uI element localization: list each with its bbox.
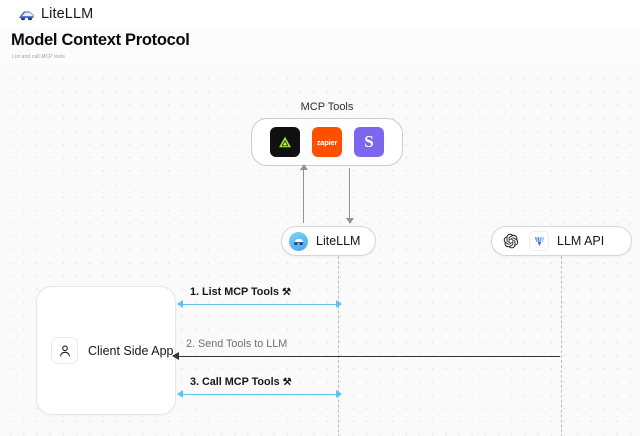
litellm-lifeline [338,256,339,436]
client-app-node[interactable]: Client Side App [36,286,176,415]
page-subtitle: List and call MCP tools [12,54,66,60]
mcp-call-up-line [303,168,304,223]
litellm-node[interactable]: LiteLLM [281,226,376,256]
message-3-line [182,394,337,395]
linear-tool-icon[interactable] [270,127,300,157]
page-title: Model Context Protocol [11,31,190,49]
message-2-arrowhead-left [172,352,179,360]
vertex-ai-icon [529,231,549,251]
mcp-call-up-arrowhead [299,164,308,170]
litellm-avatar-icon [289,231,308,251]
message-1-arrowhead-left [177,300,183,308]
diagram-canvas[interactable]: MCP Tools zapier S [0,66,640,436]
tools-emoji-icon: ⚒ [282,377,292,388]
llm-api-lifeline [561,256,562,436]
slack-tool-icon[interactable]: S [354,127,384,157]
client-app-label: Client Side App [88,343,174,358]
mcp-tools-group[interactable]: zapier S [251,118,403,166]
message-1-line [182,304,337,305]
message-1-text: 1. List MCP Tools [190,286,279,298]
message-2-label: 2. Send Tools to LLM [186,338,288,350]
mcp-tools-title: MCP Tools [300,101,354,113]
mcp-response-down-arrowhead [345,218,354,224]
message-3-arrowhead-right [336,390,342,398]
message-3-label: 3. Call MCP Tools ⚒ [190,376,292,388]
openai-icon [501,231,521,251]
person-icon [51,337,78,364]
message-1-label: 1. List MCP Tools ⚒ [190,286,291,298]
zapier-tool-icon[interactable]: zapier [312,127,342,157]
message-1-arrowhead-right [336,300,342,308]
tools-emoji-icon: ⚒ [282,287,291,298]
message-3-arrowhead-left [177,390,183,398]
brand-name: LiteLLM [41,6,94,22]
mcp-response-down-line [349,168,350,223]
message-3-text: 3. Call MCP Tools [190,376,280,388]
litellm-node-label: LiteLLM [316,234,361,248]
litellm-logo-icon [18,7,35,22]
llm-api-node-label: LLM API [557,234,605,248]
llm-api-node[interactable]: LLM API [491,226,632,256]
top-bar: LiteLLM [0,0,640,28]
message-2-line [178,356,560,357]
